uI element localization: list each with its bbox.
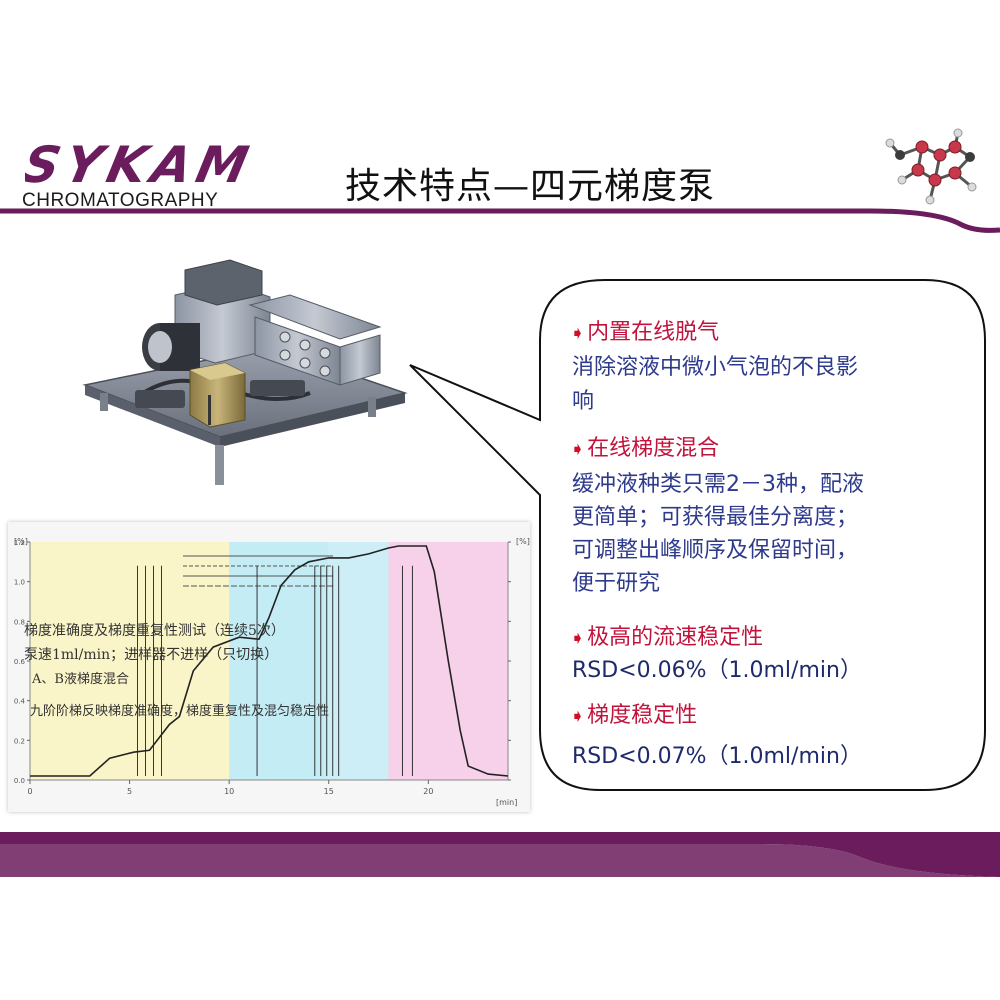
header-divider <box>0 208 1000 233</box>
y-tick-label: 0.0 <box>14 777 25 785</box>
x-tick-label: 5 <box>127 787 132 796</box>
y-tick-label: 0.6 <box>14 658 26 666</box>
y-tick-label: 0.8 <box>14 618 25 626</box>
y-tick-label: 1.2 <box>14 539 25 547</box>
arrow-bullet-icon: ➧ <box>570 439 586 460</box>
feature-body-degasser-2: 响 <box>572 389 595 414</box>
logo-subtitle: CHROMATOGRAPHY <box>22 190 219 211</box>
chart-legend-lines <box>183 555 333 587</box>
chart-band-2 <box>328 542 389 780</box>
feature-title-text: 在线梯度混合 <box>587 436 720 461</box>
feature-body-degasser-1: 消除溶液中微小气泡的不良影 <box>572 355 859 380</box>
chart-band-1 <box>229 542 329 780</box>
arrow-bullet-icon: ➧ <box>570 628 586 649</box>
feature-title-text: 内置在线脱气 <box>587 320 720 345</box>
feature-title-gradient-stability: ➧梯度稳定性 <box>570 697 697 729</box>
y-tick-label: 1.0 <box>14 579 25 587</box>
feature-title-flow-stability: ➧极高的流速稳定性 <box>570 619 763 651</box>
arrow-bullet-icon: ➧ <box>570 706 586 727</box>
x-tick-label: 15 <box>324 787 334 796</box>
feature-title-degasser: ➧内置在线脱气 <box>570 314 719 346</box>
feature-title-mixing: ➧在线梯度混合 <box>570 430 719 462</box>
feature-body-mixing-4: 便于研究 <box>572 571 661 596</box>
y-tick-label: 0.2 <box>14 737 25 745</box>
x-tick-label: 20 <box>423 787 433 796</box>
chart-series-line <box>30 545 509 777</box>
sykam-logo: SYKAM <box>25 140 259 190</box>
x-tick-label: 10 <box>224 787 234 796</box>
chart-ticks: 0 5 10 15 20 0.0 0.2 0.4 0.6 0.8 1.0 1.2 <box>14 539 511 796</box>
chart-note-3: A、B液梯度混合 <box>32 672 129 687</box>
molecule-icon <box>885 128 977 205</box>
logo-word-text: SYKAM <box>25 140 259 190</box>
feature-body-flow-rsd: RSD<0.06%（1.0ml/min） <box>572 658 862 683</box>
chromatogram-chart: 0 5 10 15 20 0.0 0.2 0.4 0.6 0.8 1.0 1.2 [%] [%] [m… <box>14 537 530 807</box>
chart-note-2: 泵速1ml/min；进样器不进样（只切换） <box>24 647 279 663</box>
chart-bands <box>30 542 508 780</box>
y-tick-label: 0.4 <box>14 698 26 706</box>
footer-band <box>0 832 1000 877</box>
chart-markers <box>137 565 413 777</box>
feature-body-mixing-3: 可调整出峰顺序及保留时间， <box>572 538 859 563</box>
feature-body-mixing-1: 缓冲液种类只需2－3种，配液 <box>572 472 864 497</box>
feature-body-gradient-rsd: RSD<0.07%（1.0ml/min） <box>572 744 862 769</box>
chromatogram-panel: 0 5 10 15 20 0.0 0.2 0.4 0.6 0.8 1.0 1.2 [%] [%] [m… <box>8 522 530 812</box>
feature-title-text: 梯度稳定性 <box>587 703 698 728</box>
chart-note-1: 梯度准确度及梯度重复性测试（连续5次） <box>24 623 285 639</box>
x-unit-label: [min] <box>496 798 517 807</box>
y-right-unit-label: [%] <box>516 537 530 546</box>
callout-bubble <box>409 279 986 791</box>
chart-band-0 <box>30 542 230 780</box>
pump-illustration <box>82 259 408 485</box>
feature-title-text: 极高的流速稳定性 <box>587 625 764 650</box>
chart-note-4: 九阶阶梯反映梯度准确度，梯度重复性及混匀稳定性 <box>30 704 330 719</box>
slide-title: 技术特点—四元梯度泵 <box>345 166 716 207</box>
feature-body-mixing-2: 更简单；可获得最佳分离度； <box>572 505 859 530</box>
y-unit-label: [%] <box>14 537 28 546</box>
x-tick-label: 0 <box>27 787 32 796</box>
arrow-bullet-icon: ➧ <box>570 323 586 344</box>
